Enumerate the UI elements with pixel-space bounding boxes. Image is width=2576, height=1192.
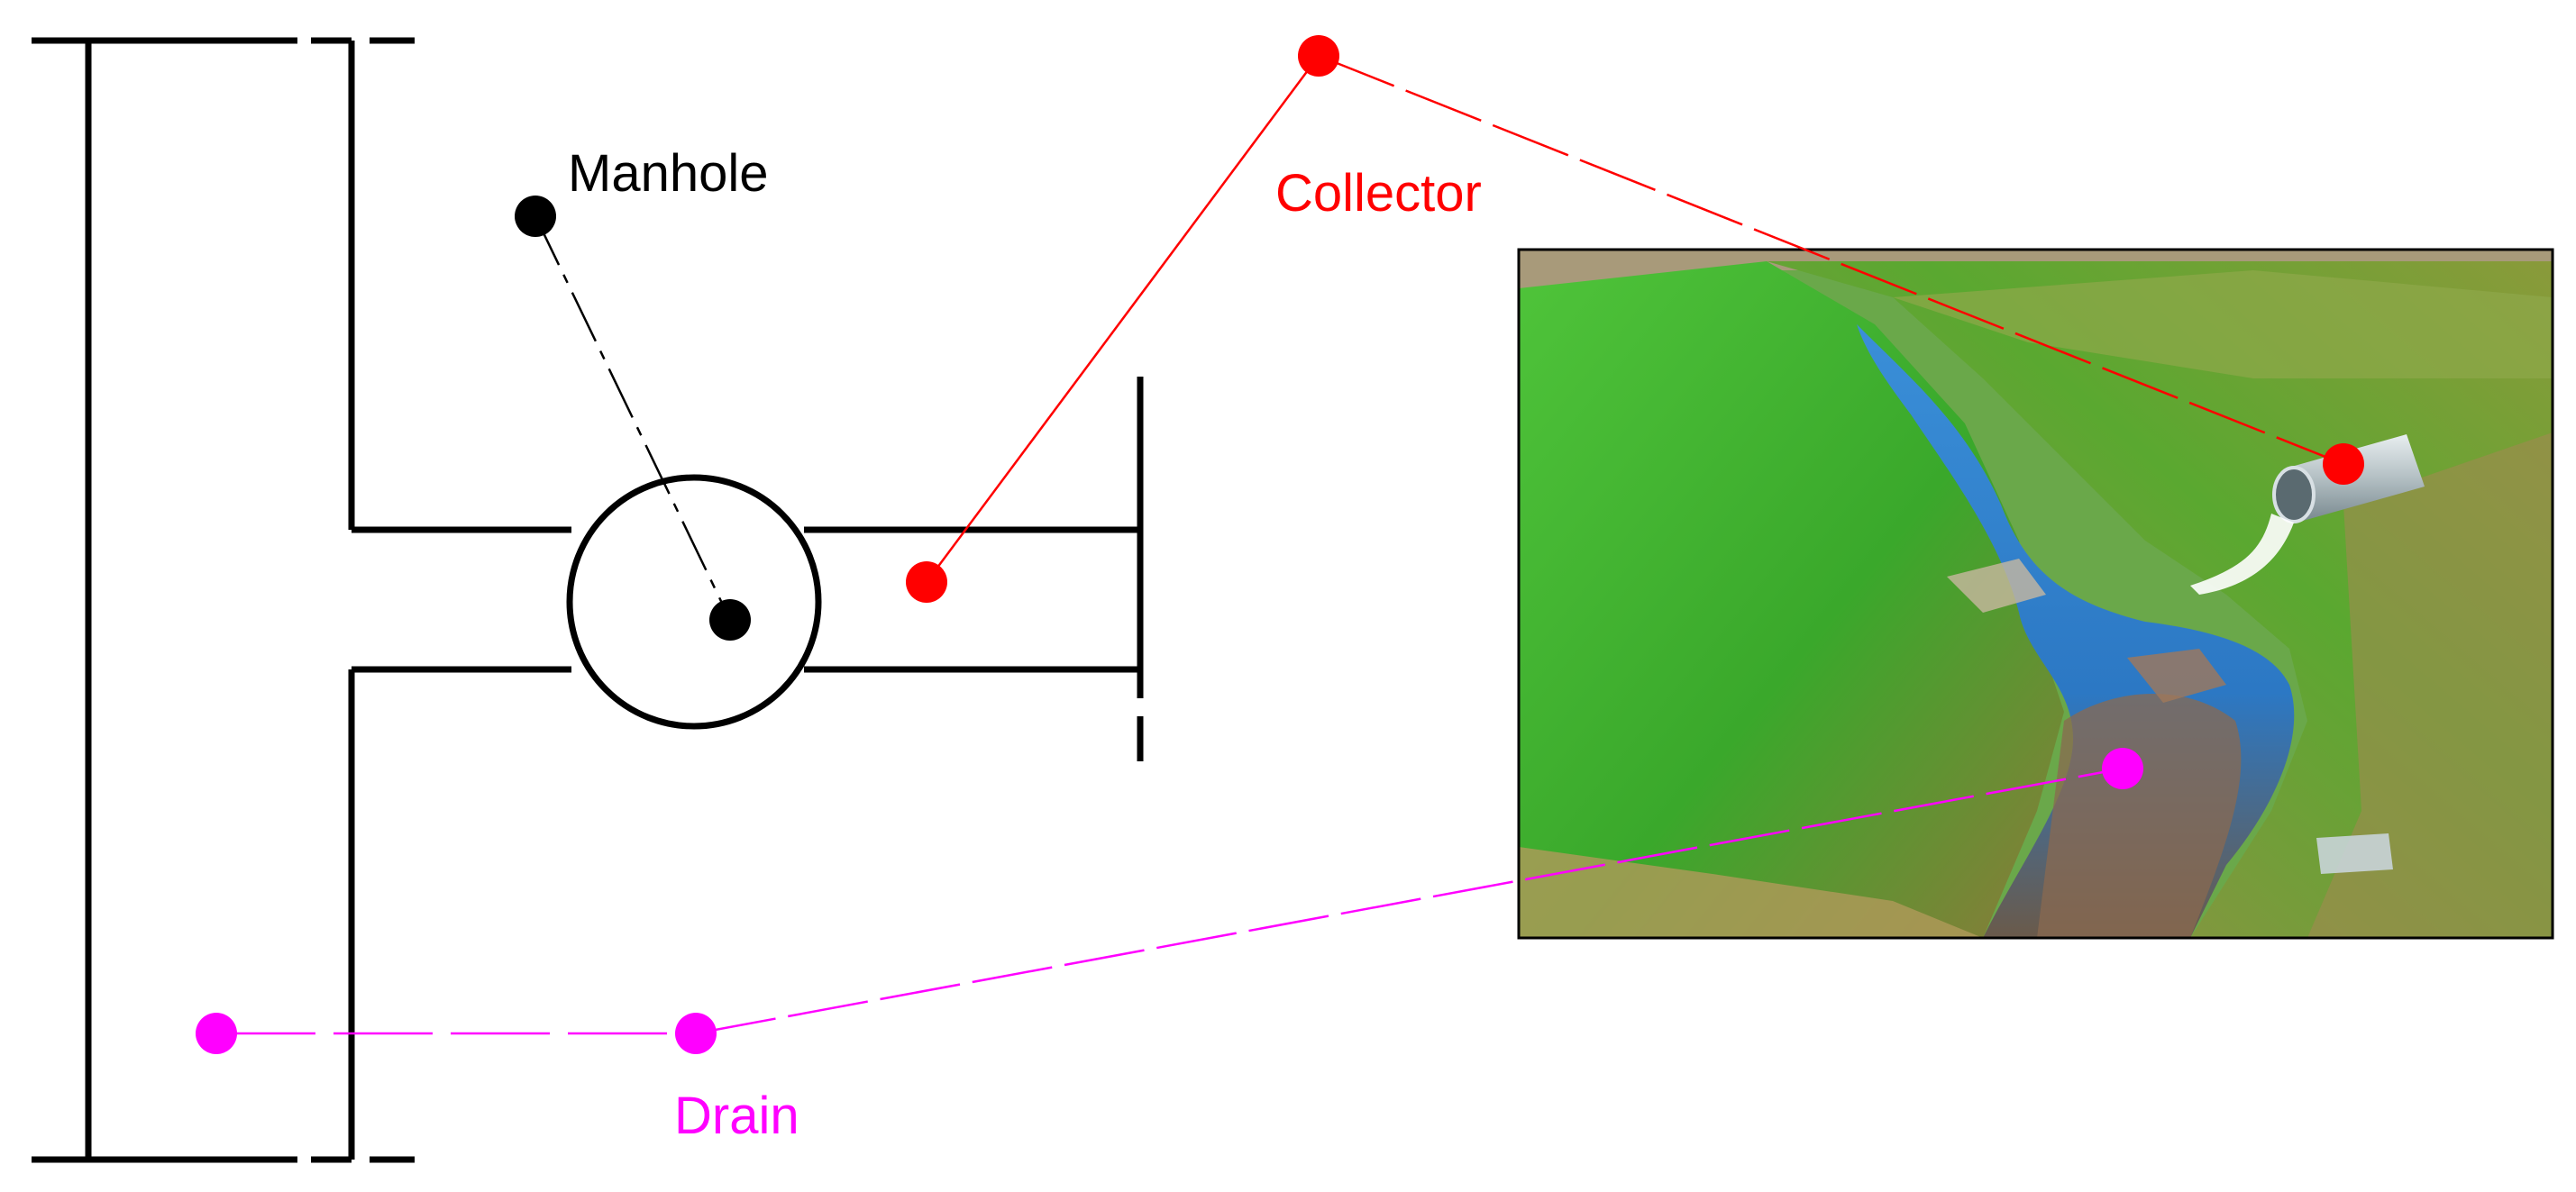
ditch-photo xyxy=(1517,248,2554,940)
drain-marker-photo xyxy=(2102,748,2143,789)
drain-label: Drain xyxy=(674,1087,799,1145)
drain-marker-schematic xyxy=(196,1013,237,1054)
drain-marker-mid xyxy=(675,1013,717,1054)
manhole-chamber xyxy=(566,474,822,730)
collector-marker-top xyxy=(1298,35,1339,77)
collector-callout: Collector xyxy=(906,35,2364,603)
manhole-label: Manhole xyxy=(568,144,768,203)
collector-marker-schematic xyxy=(906,561,947,603)
manhole-marker-label-end xyxy=(515,196,556,237)
manhole-leader-line xyxy=(534,215,732,621)
manhole-marker-schematic-end xyxy=(709,599,751,641)
collector-label: Collector xyxy=(1275,164,1482,223)
drain-callout: Drain xyxy=(196,748,2143,1145)
manhole-callout: Manhole xyxy=(515,144,768,641)
drain-leader-to-photo xyxy=(695,767,2124,1035)
drain-schematic xyxy=(32,37,1144,1163)
collector-leader-to-schematic xyxy=(925,55,1320,583)
collector-marker-photo xyxy=(2323,443,2364,485)
collector-leader-to-photo xyxy=(1318,54,2344,466)
